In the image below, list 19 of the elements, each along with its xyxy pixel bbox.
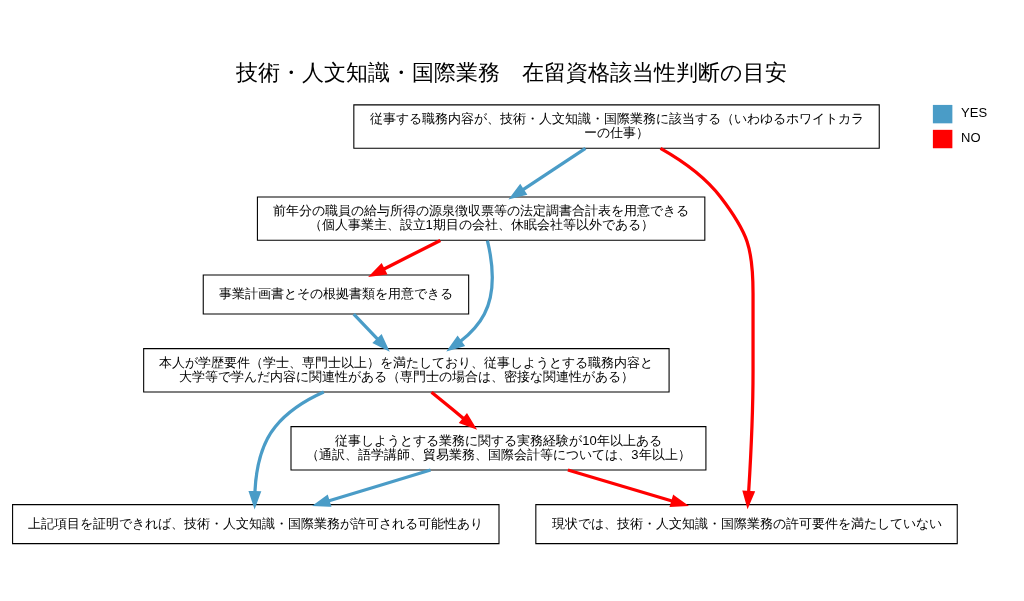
node-box: 現状では、技術・人文知識・国際業務の許可要件を満たしていない [535, 503, 958, 544]
node-box: 前年分の職員の給与所得の源泉徴収票等の法定調書合計表を用意できる （個人事業主、設立1期目の会社、休眠会社等以外である） [256, 195, 706, 241]
arrow [368, 238, 442, 277]
arrow [446, 239, 494, 351]
node-box: 従事する職務内容が、技術・人文知識・国際業務に該当する（いわゆるホワイトカラーの仕事） [353, 103, 880, 149]
legend-label: NO [961, 129, 981, 145]
arrow [352, 312, 390, 352]
arrow [311, 467, 431, 507]
arrow [508, 146, 587, 199]
node-box: 従事しようとする業務に関する実務経験が10年以上ある （通訳、語学講師、貿易業務、国際会計等については、3年以上） [290, 425, 707, 471]
diagram-title: 技術・人文知識・国際業務 在留資格該当性判断の目安 [236, 59, 788, 85]
arrow [567, 467, 690, 507]
arrow [248, 390, 325, 510]
node-box: 上記項目を証明できれば、技術・人文知識・国際業務が許可される可能性あり [12, 503, 500, 544]
node-box: 事業計画書とその根拠書類を用意できる [202, 273, 470, 315]
legend-label: YES [961, 104, 988, 120]
node-box: 本人が学歴要件（学士、専門士以上）を満たしており、従事しようとする職務内容と大学等で学んだ内容に関連性がある（専門士の場合は、密接な関連性がある） [143, 347, 670, 393]
arrow [659, 146, 756, 509]
arrow [430, 390, 478, 430]
